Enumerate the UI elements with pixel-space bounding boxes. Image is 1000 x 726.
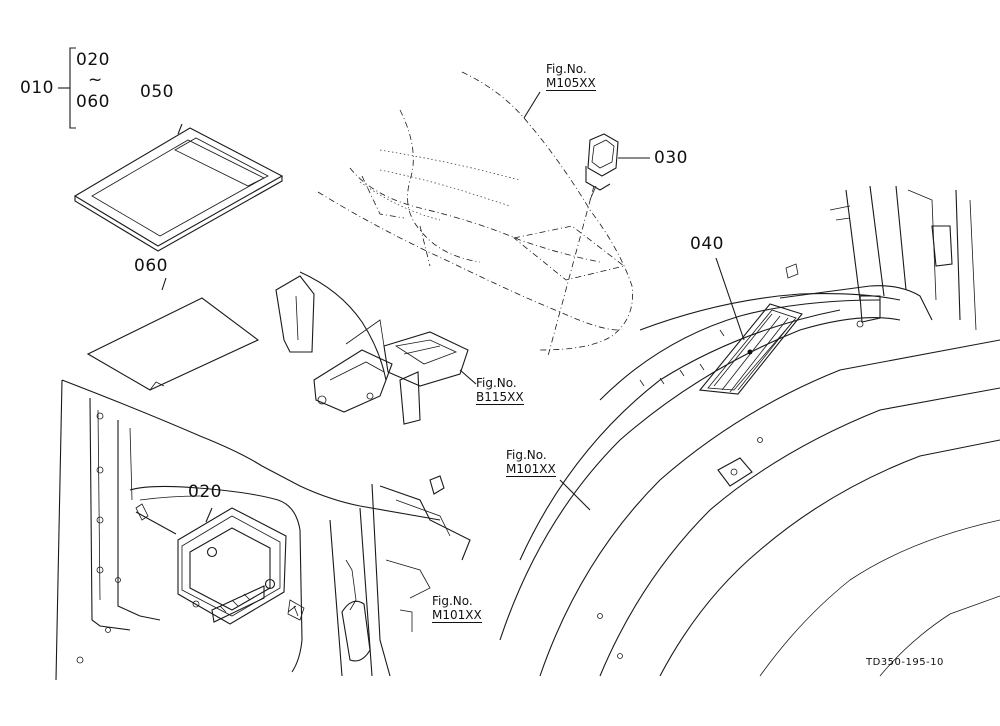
fig-ref-m101xx-right[interactable]: Fig.No. M101XX — [506, 448, 556, 477]
group-bracket — [58, 47, 76, 129]
manual-050-art — [73, 123, 284, 252]
callout-050[interactable]: 050 — [140, 82, 174, 102]
cab-frame-left-art — [55, 379, 471, 681]
box-020-art — [135, 503, 305, 625]
fig-ref-m105xx[interactable]: Fig.No. M105XX — [546, 62, 596, 91]
fig-ref-b115xx[interactable]: Fig.No. B115XX — [476, 376, 524, 405]
group-range-start: 020 — [76, 50, 110, 70]
drawing-code: TD350-195-10 — [866, 657, 944, 668]
group-range-end: 060 — [76, 92, 110, 112]
fig-ref-b115xx-line1: Fig.No. — [476, 376, 517, 390]
fig-ref-m101xx-lower[interactable]: Fig.No. M101XX — [432, 594, 482, 623]
switch-030-art — [585, 133, 650, 201]
sheet-060-art — [86, 277, 260, 391]
cab-frame-right-art — [499, 185, 1000, 677]
bracket-b115xx-art — [275, 271, 477, 425]
group-range-tilde: ~ — [88, 70, 103, 90]
fig-ref-m105xx-line2: M105XX — [546, 76, 596, 91]
fig-ref-m101xx-lower-line2: M101XX — [432, 608, 482, 623]
group-label-010: 010 — [20, 78, 54, 98]
callout-040[interactable]: 040 — [690, 234, 724, 254]
callout-060[interactable]: 060 — [134, 256, 168, 276]
fig-ref-m101xx-lower-line1: Fig.No. — [432, 594, 473, 608]
fig-ref-b115xx-line2: B115XX — [476, 390, 524, 405]
fig-ref-m105xx-line1: Fig.No. — [546, 62, 587, 76]
fig-ref-m101xx-right-line1: Fig.No. — [506, 448, 547, 462]
fig-ref-m101xx-right-line2: M101XX — [506, 462, 556, 477]
callout-030[interactable]: 030 — [654, 148, 688, 168]
callout-020[interactable]: 020 — [188, 482, 222, 502]
console-m105xx-art — [317, 71, 633, 357]
